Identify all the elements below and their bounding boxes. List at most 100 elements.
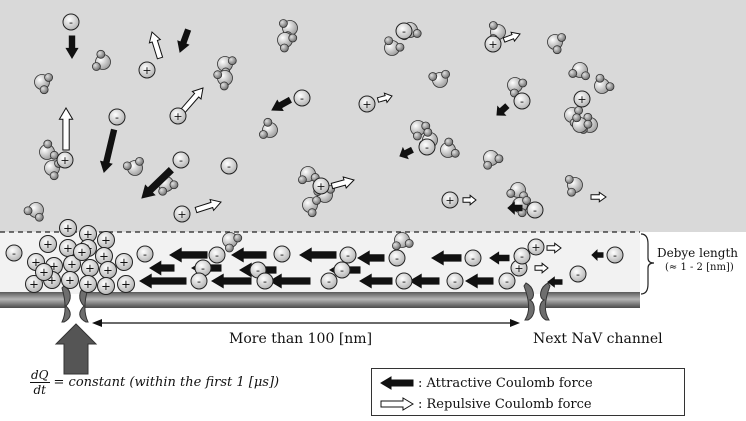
- attractive-arrow: [547, 276, 563, 288]
- anion-icon: -: [418, 138, 436, 156]
- cation-icon: +: [169, 107, 187, 125]
- anion-icon: -: [208, 246, 226, 264]
- svg-text:+: +: [49, 259, 59, 273]
- cation-icon: +: [573, 90, 591, 108]
- legend-repulsive: : Repulsive Coulomb force: [380, 394, 592, 414]
- svg-text:+: +: [60, 154, 69, 167]
- anion-icon: -: [273, 245, 291, 263]
- water-molecule-icon: [440, 137, 460, 158]
- anion-icon: -: [395, 272, 413, 290]
- attractive-arrow: [591, 249, 604, 261]
- cation-icon: +: [173, 205, 191, 223]
- repulsive-arrow: [376, 92, 393, 104]
- attractive-arrow: [496, 103, 510, 116]
- attractive-arrow: [141, 166, 174, 199]
- svg-text:+: +: [445, 194, 454, 207]
- anion-icon: -: [136, 245, 154, 263]
- svg-text:-: -: [327, 275, 331, 288]
- anion-icon: -: [395, 22, 413, 40]
- svg-text:+: +: [31, 255, 41, 269]
- cation-icon: +: [35, 263, 53, 281]
- cation-icon: +: [138, 61, 156, 79]
- svg-text:+: +: [29, 277, 39, 291]
- cation-icon: +: [97, 231, 115, 249]
- anion-icon: -: [569, 265, 587, 283]
- attractive-arrow: [399, 146, 414, 160]
- svg-text:+: +: [488, 38, 497, 51]
- repulsive-arrow: [194, 198, 222, 214]
- membrane-right: [546, 292, 640, 308]
- cation-icon: +: [73, 243, 91, 261]
- attractive-arrow: [149, 260, 175, 276]
- attractive-arrow: [357, 250, 385, 266]
- svg-text:-: -: [395, 252, 399, 265]
- water-molecule-icon: [572, 113, 593, 133]
- svg-text:+: +: [83, 277, 93, 291]
- cation-icon: +: [39, 235, 57, 253]
- distance-arrow: [92, 319, 520, 327]
- water-molecule-icon: [302, 196, 321, 218]
- svg-text:-: -: [263, 275, 267, 288]
- attractive-arrow: [169, 247, 208, 263]
- svg-text:+: +: [67, 257, 77, 271]
- cation-icon: +: [358, 95, 376, 113]
- cation-icon: +: [312, 177, 330, 195]
- anion-icon: -: [606, 246, 624, 264]
- svg-text:-: -: [227, 160, 231, 173]
- svg-text:+: +: [362, 98, 371, 111]
- nav-channel-open: [61, 285, 89, 323]
- anion-icon: -: [333, 261, 351, 279]
- cation-icon: +: [441, 191, 459, 209]
- anion-icon: -: [388, 249, 406, 267]
- repulsive-arrow: [330, 176, 355, 190]
- svg-text:+: +: [47, 273, 57, 287]
- svg-text:-: -: [533, 204, 537, 217]
- svg-text:+: +: [101, 279, 111, 293]
- cation-icon: +: [79, 225, 97, 243]
- water-molecule-icon: [564, 174, 583, 197]
- anion-icon: -: [446, 272, 464, 290]
- anion-icon: -: [513, 247, 531, 265]
- svg-text:-: -: [300, 92, 304, 105]
- current-formula: dQ dt = constant (within the first 1 [μs…: [30, 368, 279, 397]
- water-molecule-icon: [222, 232, 243, 253]
- svg-text:+: +: [103, 263, 113, 277]
- svg-text:+: +: [101, 233, 111, 247]
- cation-icon: +: [117, 275, 135, 293]
- repulsive-arrow-icon: [380, 397, 414, 411]
- anion-icon: -: [498, 272, 516, 290]
- attractive-arrow: [409, 273, 440, 289]
- svg-text:-: -: [613, 249, 617, 262]
- anion-icon: -: [320, 272, 338, 290]
- repulsive-arrow: [534, 262, 549, 274]
- svg-text:+: +: [177, 208, 186, 221]
- svg-text:+: +: [577, 93, 586, 106]
- water-molecule-icon: [547, 33, 566, 55]
- attractive-arrow: [269, 273, 311, 289]
- water-molecule-icon: [391, 232, 414, 251]
- repulsive-arrow: [590, 191, 607, 203]
- attractive-arrow: [465, 273, 494, 289]
- svg-text:-: -: [346, 249, 350, 262]
- water-molecule-icon: [277, 32, 298, 53]
- svg-text:+: +: [99, 249, 109, 263]
- cation-icon: +: [97, 277, 115, 295]
- nav-channel-next: [523, 282, 551, 321]
- attractive-arrow: [271, 96, 292, 112]
- anion-icon: -: [526, 201, 544, 219]
- svg-text:+: +: [39, 265, 49, 279]
- anion-icon: -: [256, 272, 274, 290]
- attractive-arrow-icon: [380, 376, 414, 390]
- legend-repulsive-label: : Repulsive Coulomb force: [418, 396, 592, 412]
- legend-attractive-label: : Attractive Coulomb force: [418, 375, 593, 391]
- water-molecule-icon: [428, 69, 451, 88]
- svg-text:-: -: [12, 247, 16, 260]
- formula-fraction: dQ dt: [30, 368, 50, 397]
- cation-icon: +: [79, 275, 97, 293]
- repulsive-arrow: [58, 107, 74, 151]
- attractive-arrow: [99, 128, 118, 173]
- repulsive-arrow: [546, 242, 562, 254]
- water-molecule-icon: [122, 157, 144, 176]
- anion-icon: -: [190, 272, 208, 290]
- debye-length-range: (≈ 1 - 2 [nm]): [665, 262, 734, 273]
